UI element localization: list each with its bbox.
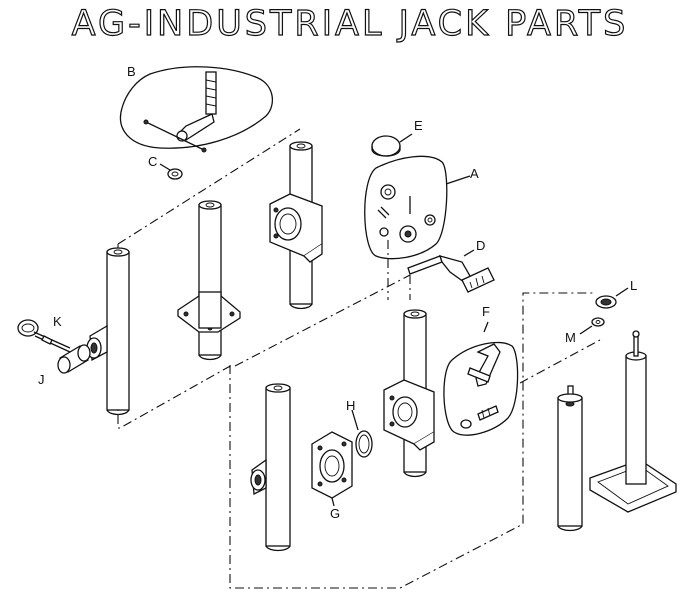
label-l: L bbox=[630, 278, 637, 293]
screw-inner-tube bbox=[557, 385, 583, 532]
bracket-tube-top bbox=[269, 141, 323, 310]
label-c: C bbox=[148, 154, 157, 169]
label-d: D bbox=[476, 238, 485, 253]
label-g: G bbox=[330, 506, 340, 521]
label-m: M bbox=[565, 330, 576, 345]
part-k-lock-pin bbox=[17, 319, 71, 353]
part-g-mounting-plate bbox=[311, 431, 353, 507]
label-h: H bbox=[346, 398, 355, 413]
label-a: A bbox=[470, 166, 479, 181]
part-m-washer bbox=[579, 317, 605, 335]
label-e: E bbox=[414, 118, 423, 133]
middle-left-tube bbox=[177, 200, 241, 361]
label-j: J bbox=[38, 372, 45, 387]
center-bracket-tube bbox=[383, 309, 435, 478]
part-c-washer bbox=[159, 163, 183, 180]
part-b-crank-assembly bbox=[120, 66, 273, 153]
label-k: K bbox=[53, 314, 62, 329]
label-f: F bbox=[482, 304, 490, 319]
bottom-left-tube bbox=[250, 383, 291, 552]
part-f-handle-kit bbox=[443, 321, 519, 436]
label-b: B bbox=[127, 64, 136, 79]
assembly-line-center bbox=[234, 240, 411, 367]
assembly-line-left bbox=[117, 128, 601, 589]
part-j-pin-sleeve bbox=[57, 344, 91, 374]
left-tube bbox=[86, 247, 130, 416]
part-d-crank-handle bbox=[407, 249, 495, 293]
part-h-retaining-ring bbox=[351, 409, 373, 458]
part-a-gear-kit bbox=[364, 155, 471, 260]
foot-plate-tube bbox=[589, 330, 677, 513]
part-e-cap bbox=[371, 133, 413, 157]
part-l-bearing bbox=[595, 287, 629, 309]
page-title: AG-INDUSTRIAL JACK PARTS bbox=[71, 3, 629, 44]
